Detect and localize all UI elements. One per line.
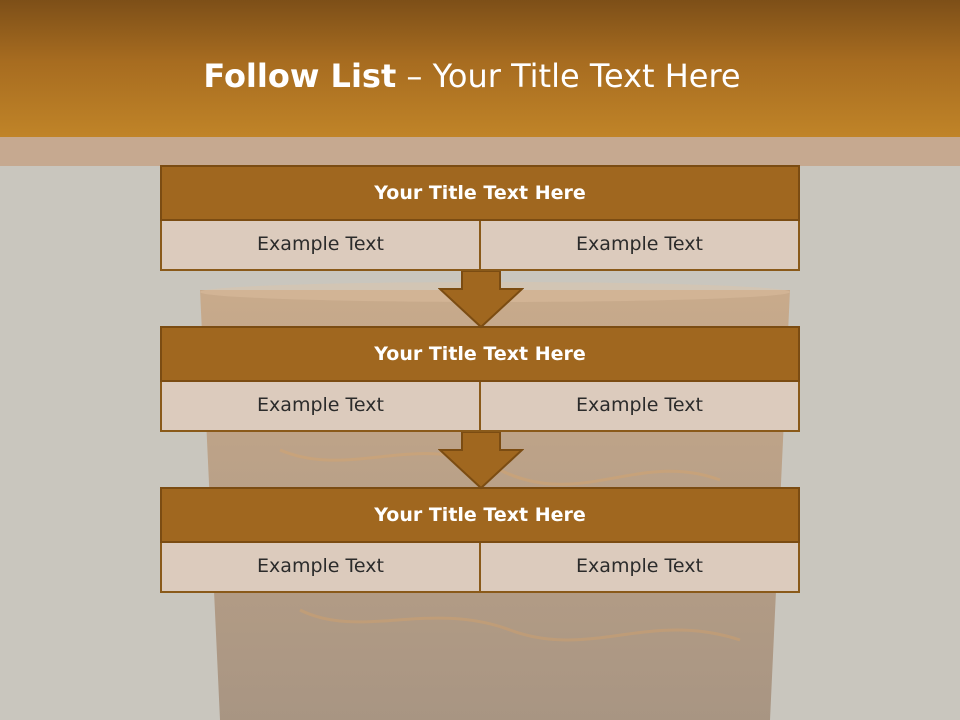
- block-cell-left: Example Text: [160, 221, 479, 271]
- list-block-1: Your Title Text Here Example Text Exampl…: [160, 165, 800, 271]
- block-title: Your Title Text Here: [160, 487, 800, 543]
- block-cell-right: Example Text: [479, 221, 800, 271]
- down-arrow-icon: [438, 432, 524, 490]
- block-row: Example Text Example Text: [160, 382, 800, 432]
- block-title: Your Title Text Here: [160, 326, 800, 382]
- slide-header: Follow List – Your Title Text Here: [0, 0, 960, 137]
- slide-title: Follow List – Your Title Text Here: [0, 56, 944, 96]
- down-arrow-icon: [438, 271, 524, 329]
- title-bold-part: Follow List: [203, 57, 397, 95]
- title-rest-part: – Your Title Text Here: [406, 57, 741, 95]
- list-block-3: Your Title Text Here Example Text Exampl…: [160, 487, 800, 593]
- header-strip: [0, 137, 960, 166]
- block-row: Example Text Example Text: [160, 221, 800, 271]
- list-block-2: Your Title Text Here Example Text Exampl…: [160, 326, 800, 432]
- block-cell-left: Example Text: [160, 382, 479, 432]
- block-title: Your Title Text Here: [160, 165, 800, 221]
- block-cell-left: Example Text: [160, 543, 479, 593]
- block-row: Example Text Example Text: [160, 543, 800, 593]
- block-cell-right: Example Text: [479, 382, 800, 432]
- block-cell-right: Example Text: [479, 543, 800, 593]
